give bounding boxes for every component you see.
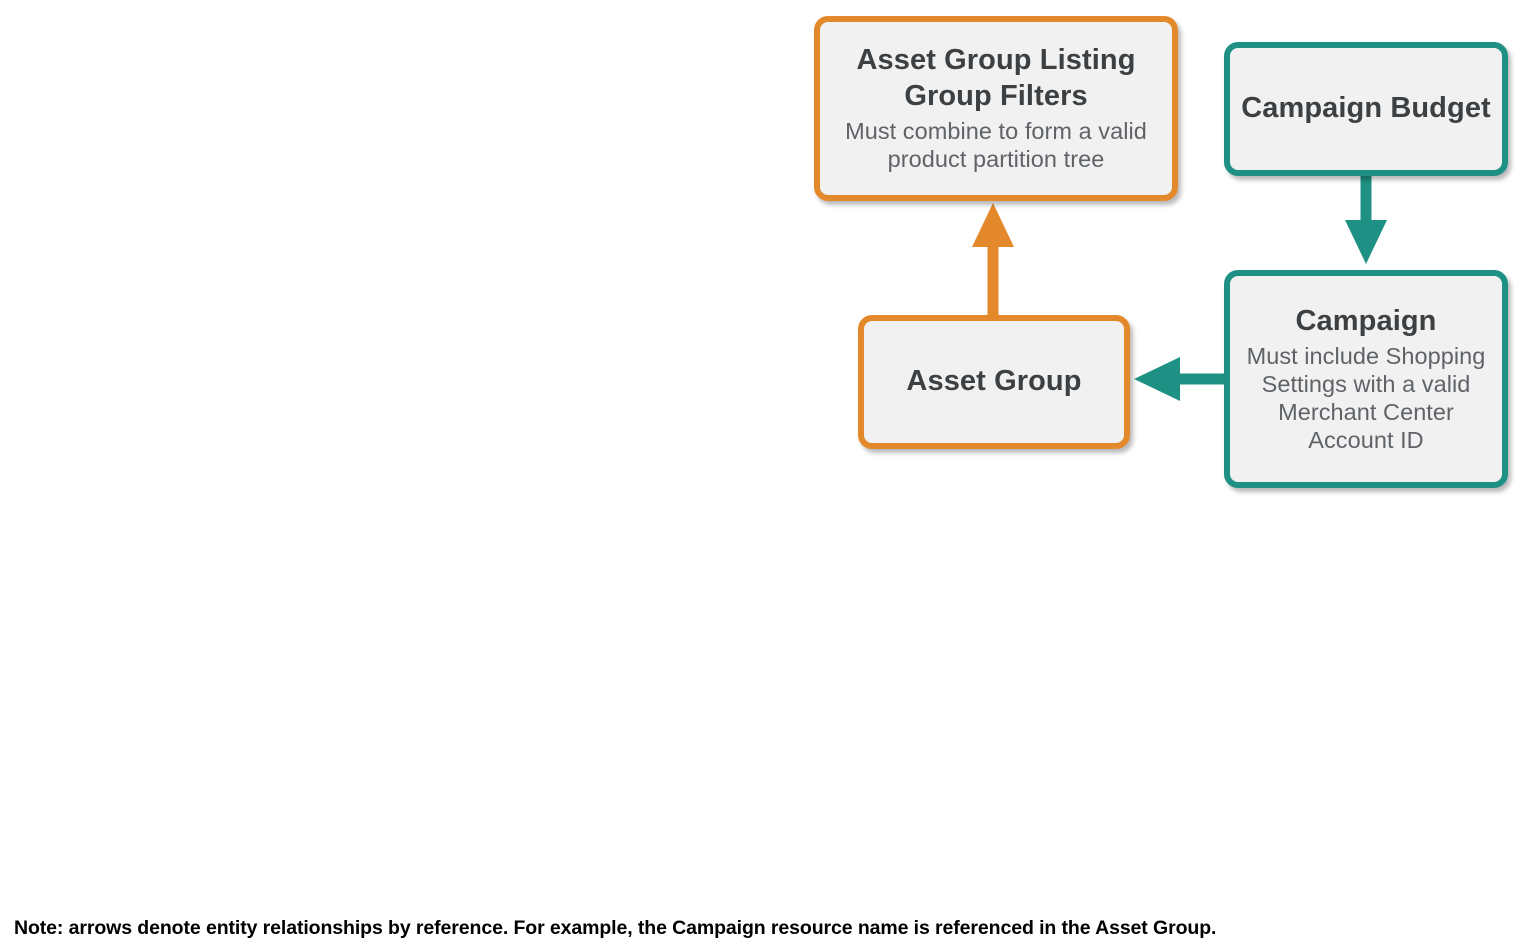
arrowhead-up-icon — [972, 203, 1014, 247]
node-title: Campaign Budget — [1241, 92, 1491, 125]
edge-campaign-to-asset-group — [1134, 357, 1228, 401]
node-title: Asset Group Listing Group Filters — [856, 44, 1136, 112]
node-campaign[interactable]: Campaign Must include Shopping Settings … — [1224, 270, 1508, 488]
node-title: Asset Group — [906, 365, 1082, 398]
node-campaign-budget[interactable]: Campaign Budget — [1224, 42, 1508, 176]
arrowhead-left-icon — [1134, 357, 1180, 401]
edge-asset-group-to-listing-group-filters — [972, 203, 1014, 318]
node-title: Campaign — [1295, 304, 1437, 337]
node-subtitle: Must combine to form a valid product par… — [845, 118, 1147, 173]
edge-campaign-budget-to-campaign — [1345, 172, 1387, 264]
node-asset-group[interactable]: Asset Group — [858, 315, 1130, 449]
node-subtitle: Must include Shopping Settings with a va… — [1246, 343, 1486, 453]
arrowhead-down-icon — [1345, 220, 1387, 264]
diagram-note: Note: arrows denote entity relationships… — [14, 917, 1217, 939]
node-asset-group-listing-group-filters[interactable]: Asset Group Listing Group Filters Must c… — [814, 16, 1178, 201]
